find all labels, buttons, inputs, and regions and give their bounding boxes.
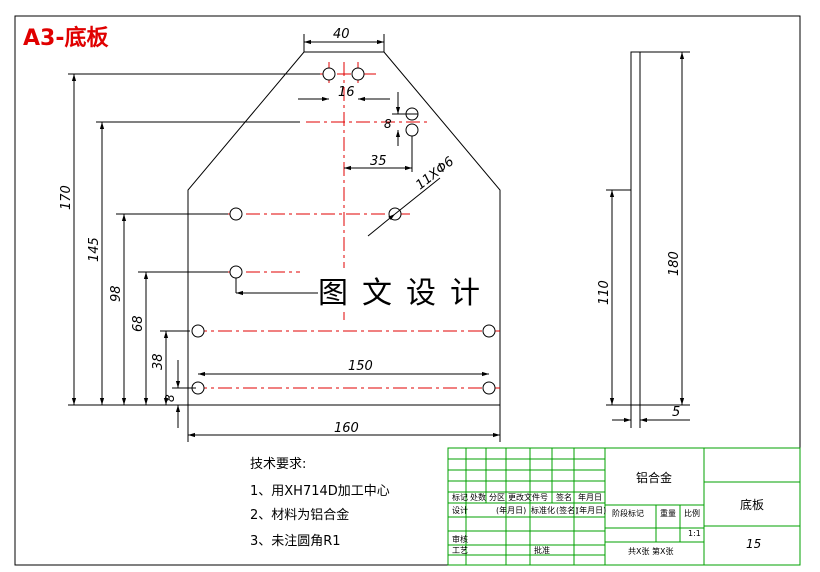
title-block — [447, 447, 801, 566]
center-lines — [193, 62, 500, 389]
hole — [322, 67, 336, 81]
part-number: 15 — [746, 537, 761, 551]
dim-180: 180 — [667, 251, 682, 276]
sheet-border — [14, 15, 801, 566]
dim-150: 150 — [348, 359, 373, 374]
tb-label: 1:1 — [688, 529, 701, 538]
side-view-plate — [630, 51, 641, 406]
hole — [229, 207, 243, 221]
tb-label: (年月日) — [496, 505, 526, 515]
hole-callout: 11XΦ6 — [413, 154, 457, 193]
dim-side-view — [606, 51, 690, 428]
dim-35: 35 — [370, 154, 387, 169]
dim-8-v: 8 — [384, 117, 392, 131]
title-block-labels: 标记 处数 分区 更改文件号 签名 年月日 设计 (年月日) 标准化 (签名) … — [452, 492, 701, 556]
dim-98: 98 — [109, 285, 124, 302]
tb-label: 工艺 — [452, 546, 468, 555]
dim-16: 16 — [338, 85, 355, 100]
hole — [351, 67, 365, 81]
tb-label: 处数 — [470, 492, 486, 502]
dim-hole-offset-h — [344, 136, 413, 172]
hole-callout-leader — [367, 177, 441, 237]
hole — [229, 265, 243, 279]
tb-label: 审核 — [452, 534, 468, 544]
tb-label: (年月日) — [576, 505, 606, 515]
tb-label: 标准化 — [531, 505, 555, 515]
hole — [482, 381, 496, 395]
tb-label: 设计 — [452, 505, 468, 515]
tb-label: 阶段标记 — [612, 508, 644, 518]
tb-label: 年月日 — [578, 492, 602, 502]
tb-label: 分区 — [489, 493, 505, 502]
dim-145: 145 — [87, 237, 102, 262]
material: 铝合金 — [636, 470, 672, 485]
part-name: 底板 — [740, 497, 764, 512]
requirements-heading: 技术要求: — [250, 457, 307, 472]
holes — [191, 67, 496, 395]
requirement-item: 3、未注圆角R1 — [250, 534, 341, 549]
hole — [482, 324, 496, 338]
dim-left-verticals — [68, 73, 320, 428]
dim-38: 38 — [151, 353, 166, 370]
watermark-text: 图文设计 — [318, 268, 494, 312]
dim-8-h: 8 — [163, 394, 177, 402]
tb-label: 重量 — [660, 508, 676, 518]
dim-110: 110 — [597, 280, 612, 305]
dim-170: 170 — [59, 185, 74, 210]
tb-label: 更改文件号 — [508, 492, 548, 502]
hole — [405, 123, 419, 137]
dim-160: 160 — [334, 421, 359, 436]
requirement-item: 1、用XH714D加工中心 — [250, 484, 390, 499]
tb-label: 共X张 第X张 — [628, 546, 674, 556]
tb-label: (签名) — [556, 505, 578, 515]
hole — [191, 324, 205, 338]
dim-hole-offset-v — [392, 92, 418, 146]
tb-label: 签名 — [556, 492, 572, 502]
tb-label: 标记 — [452, 492, 468, 502]
requirement-item: 2、材料为铝合金 — [250, 508, 350, 523]
dim-40: 40 — [333, 27, 350, 42]
sheet-title: A3-底板 — [23, 26, 109, 51]
dim-68: 68 — [131, 315, 146, 332]
dim-5: 5 — [672, 405, 680, 420]
dim-total-width — [187, 405, 501, 442]
tb-label: 比例 — [684, 508, 700, 518]
tb-label: 批准 — [534, 545, 550, 555]
part-outline — [187, 51, 501, 406]
dim-top-width — [303, 34, 385, 52]
